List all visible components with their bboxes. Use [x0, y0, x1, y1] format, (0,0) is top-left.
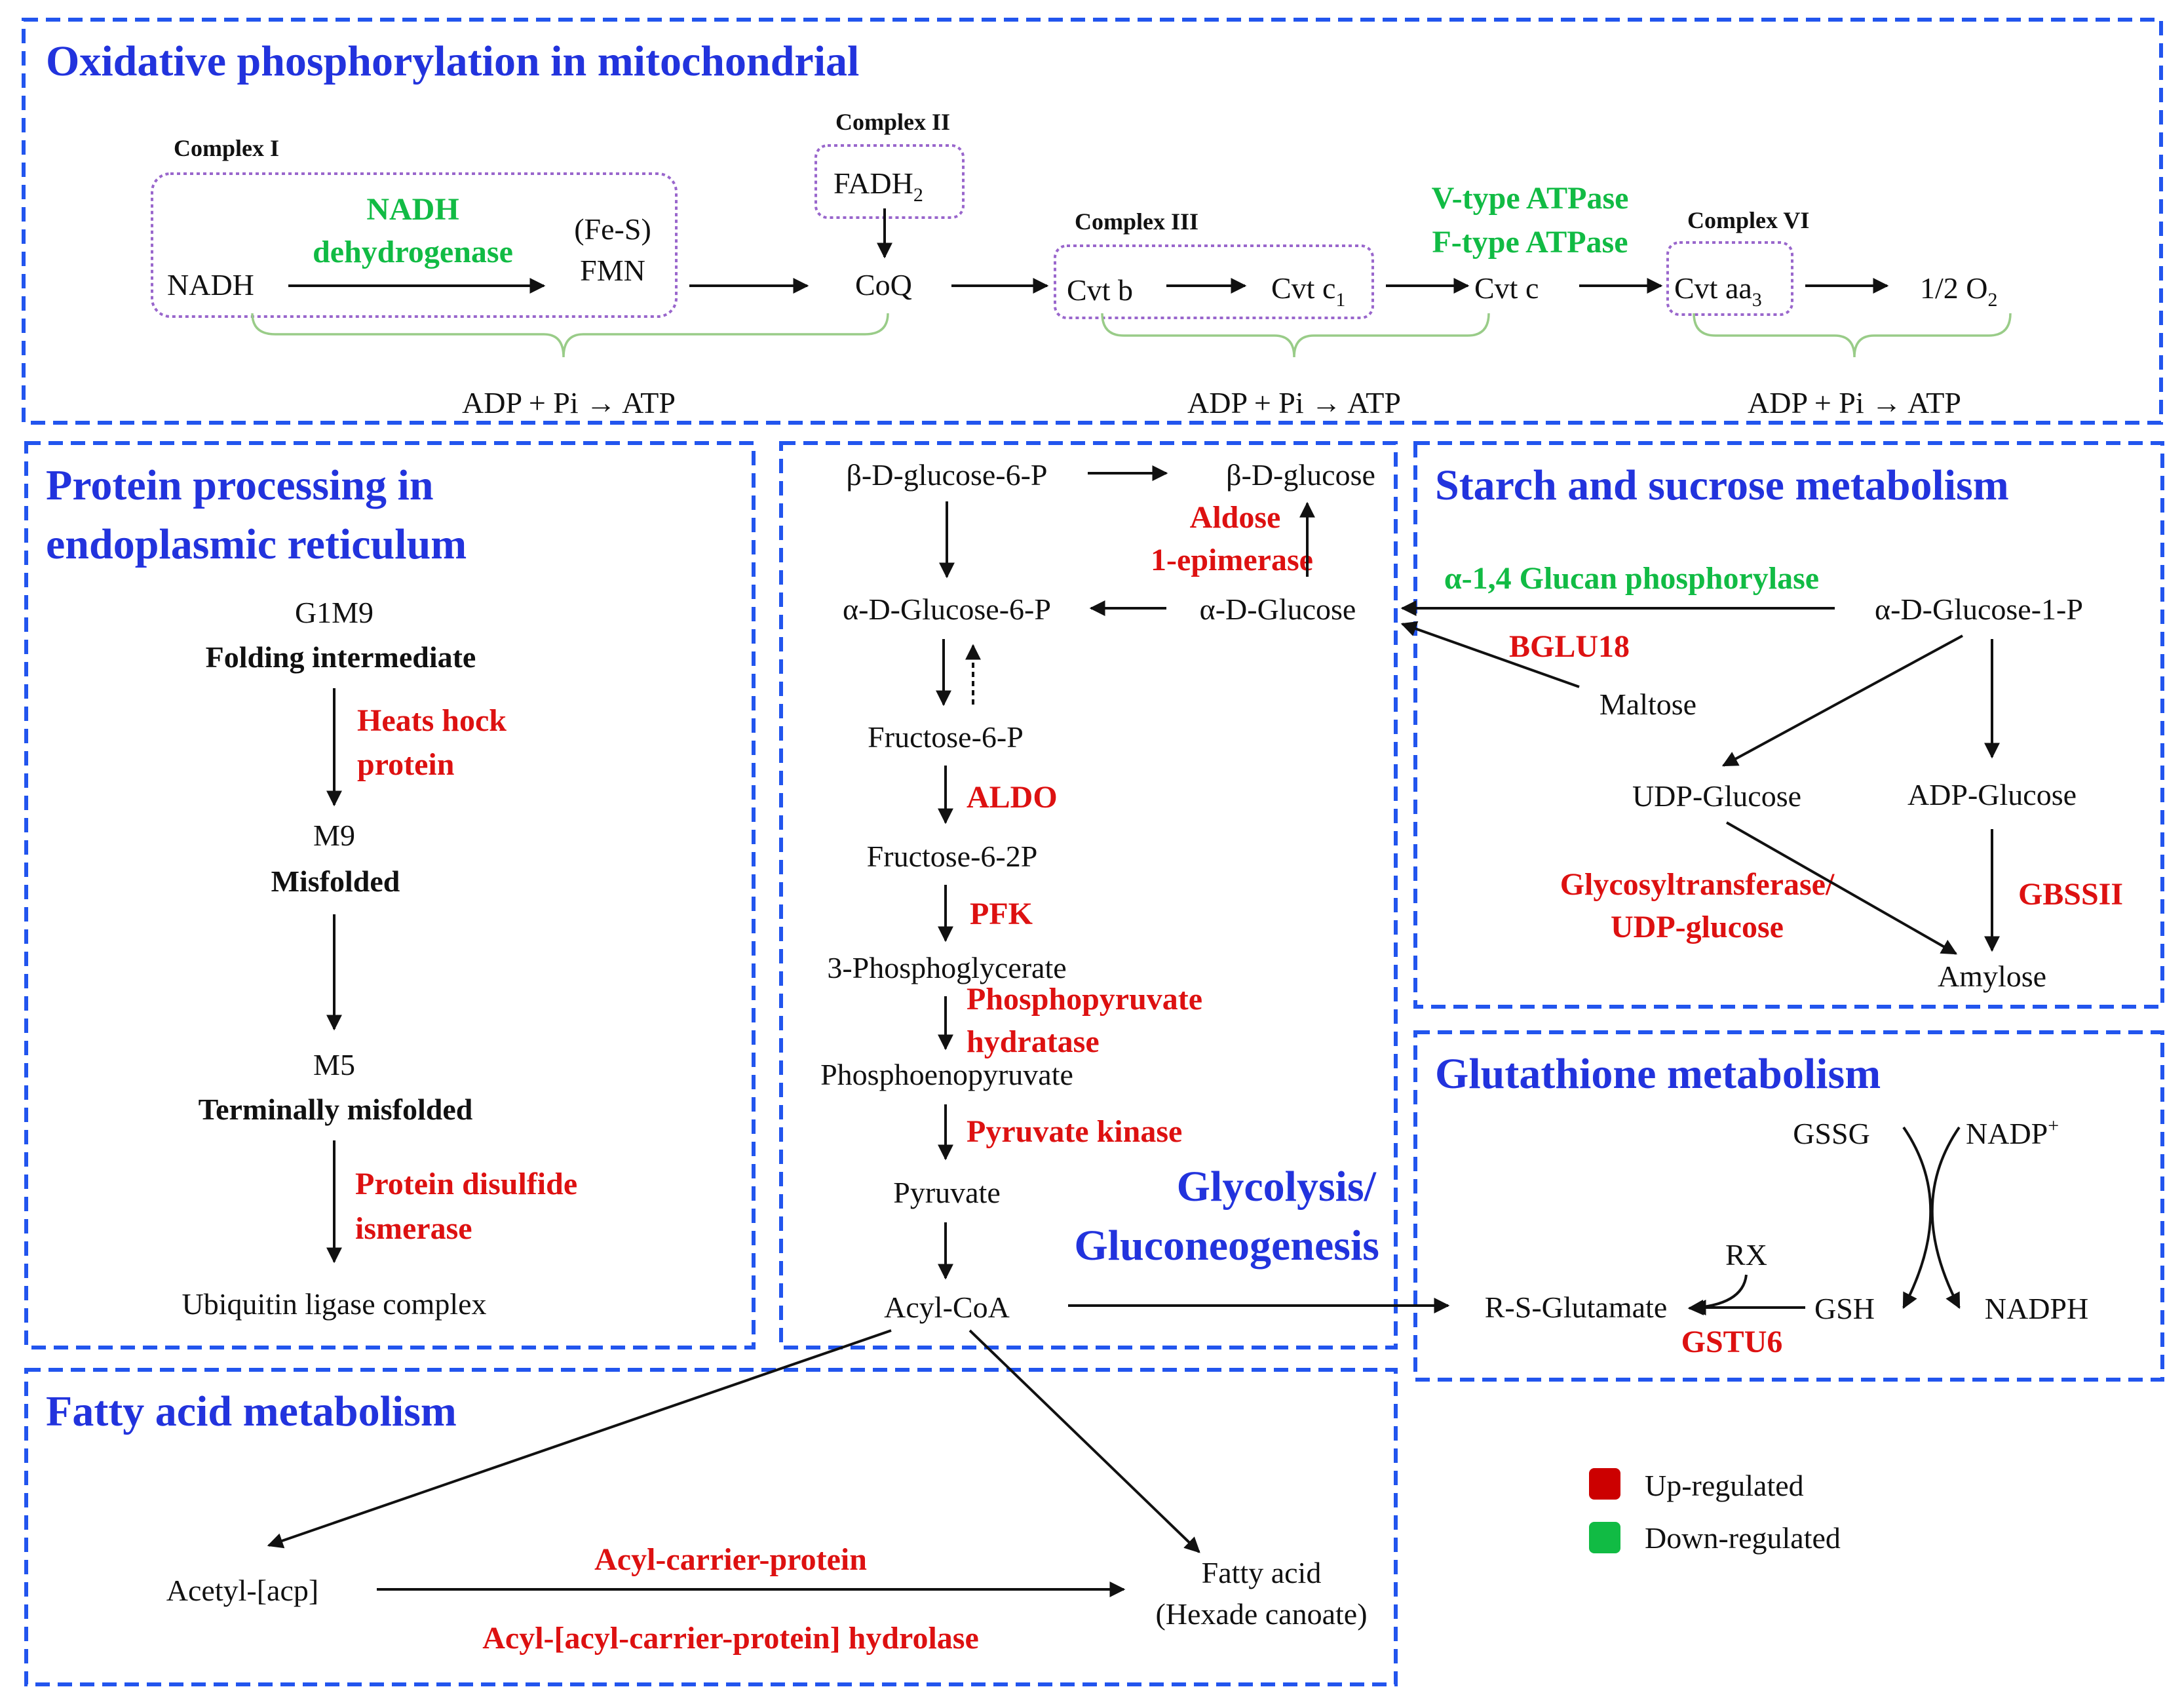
heat-shock-protein-2: protein	[357, 747, 454, 782]
legend-down-label: Down-regulated	[1645, 1521, 1841, 1555]
terminally-misfolded: Terminally misfolded	[199, 1093, 473, 1126]
r-s-glutamate: R-S-Glutamate	[1485, 1291, 1668, 1324]
bglu18: BGLU18	[1509, 629, 1630, 664]
folding-intermediate: Folding intermediate	[206, 640, 476, 674]
nadh-dehydrogenase-2: dehydrogenase	[313, 235, 513, 269]
a-glucose-6p: α-D-Glucose-6-P	[843, 592, 1051, 626]
gsh: GSH	[1814, 1292, 1875, 1325]
cvt-c: Cvt c	[1474, 271, 1539, 305]
glutathione-box	[1413, 1030, 2164, 1382]
complex-ii-box	[814, 144, 965, 219]
a-glucose: α-D-Glucose	[1200, 592, 1356, 626]
heat-shock-protein-1: Heats hock	[357, 703, 507, 738]
coq: CoQ	[855, 268, 912, 301]
3-phosphoglycerate: 3-Phosphoglycerate	[827, 951, 1066, 984]
complex-iii-box	[1054, 244, 1374, 319]
fe-s: (Fe-S)	[574, 212, 651, 246]
complex-ii-label: Complex II	[835, 109, 950, 135]
m9: M9	[313, 819, 355, 852]
phosphoenolpyruvate: Phosphoenopyruvate	[820, 1058, 1073, 1091]
fatty-acid-box	[24, 1368, 1398, 1686]
acyl-coa: Acyl-CoA	[884, 1291, 1010, 1324]
atp-3: ADP + Pi → ATP	[1748, 386, 1961, 419]
fatty-acid: Fatty acid	[1202, 1556, 1322, 1589]
aldose-2: 1-epimerase	[1151, 543, 1313, 577]
pfk: PFK	[970, 897, 1033, 931]
oxphos-box	[22, 18, 2163, 425]
starch-title: Starch and sucrose metabolism	[1435, 461, 2009, 509]
rx: RX	[1725, 1238, 1767, 1271]
fructose-6-2p: Fructose-6-2P	[867, 840, 1038, 873]
gssg: GSSG	[1793, 1117, 1870, 1150]
oxphos-title: Oxidative phosphorylation in mitochondri…	[46, 37, 859, 85]
nadph: NADPH	[1985, 1292, 2088, 1325]
glycolysis-title-1: Glycolysis/	[1177, 1163, 1377, 1211]
pdi-2: ismerase	[355, 1211, 472, 1246]
glucan-phosphorylase: α-1,4 Glucan phosphorylase	[1444, 561, 1819, 596]
complex-i-box	[151, 172, 678, 318]
fatty-acid-title: Fatty acid metabolism	[46, 1388, 457, 1435]
ubiquitin-ligase-complex: Ubiquitin ligase complex	[182, 1287, 486, 1321]
gbssii: GBSSII	[2018, 877, 2123, 912]
a-glucose-1p: α-D-Glucose-1-P	[1875, 592, 2083, 626]
glycosyltransferase-1: Glycosyltransferase/	[1560, 867, 1835, 902]
cvt-aa3: Cvt aa3	[1674, 271, 1762, 311]
legend-down-swatch	[1589, 1522, 1620, 1553]
fructose-6p: Fructose-6-P	[868, 720, 1024, 754]
b-glucose-6p: β-D-glucose-6-P	[847, 458, 1048, 492]
protein-box	[24, 441, 756, 1349]
glycolysis-title-2: Gluconeogenesis	[1074, 1222, 1379, 1270]
pdi-1: Protein disulfide	[355, 1167, 577, 1201]
legend-up-label: Up-regulated	[1645, 1469, 1804, 1502]
acetyl-acp: Acetyl-[acp]	[166, 1574, 318, 1607]
protein-title-1: Protein processing in	[46, 461, 434, 509]
b-glucose: β-D-glucose	[1226, 458, 1375, 492]
protein-title-2: endoplasmic reticulum	[46, 520, 467, 568]
glycosyltransferase-2: UDP-glucose	[1611, 910, 1784, 944]
phosphopyruvate-2: hydratase	[967, 1024, 1100, 1059]
gstu6: GSTU6	[1681, 1325, 1783, 1359]
hexadecanoate: (Hexade canoate)	[1155, 1597, 1367, 1631]
fmn: FMN	[580, 254, 645, 287]
complex-vi-label: Complex VI	[1687, 207, 1809, 233]
g1m9: G1M9	[295, 596, 374, 629]
pyruvate: Pyruvate	[893, 1176, 1001, 1209]
acyl-carrier-protein: Acyl-carrier-protein	[594, 1542, 867, 1577]
f-type-atpase: F-type ATPase	[1432, 225, 1628, 260]
nadp-plus: NADP+	[1966, 1115, 2059, 1150]
glutathione-title: Glutathione metabolism	[1435, 1050, 1881, 1098]
phosphopyruvate-1: Phosphopyruvate	[967, 982, 1202, 1017]
half-o2: 1/2 O2	[1920, 271, 1998, 311]
complex-i-label: Complex I	[174, 135, 279, 161]
udp-glucose: UDP-Glucose	[1632, 779, 1801, 813]
aldose-1: Aldose	[1190, 500, 1281, 535]
nadh: NADH	[167, 268, 254, 301]
atp-1: ADP + Pi → ATP	[462, 386, 676, 419]
cvt-b: Cvt b	[1067, 273, 1133, 307]
legend-up-swatch	[1589, 1468, 1620, 1500]
aldo: ALDO	[967, 780, 1058, 815]
nadh-dehydrogenase-1: NADH	[366, 192, 459, 227]
starch-box	[1413, 441, 2164, 1009]
amylose: Amylose	[1938, 960, 2046, 993]
glycolysis-box	[779, 441, 1398, 1349]
fadh2: FADH2	[833, 166, 923, 206]
m5: M5	[313, 1048, 355, 1081]
v-type-atpase: V-type ATPase	[1432, 181, 1629, 216]
misfolded: Misfolded	[271, 864, 400, 898]
atp-2: ADP + Pi → ATP	[1187, 386, 1401, 419]
acyl-acp-hydrolase: Acyl-[acyl-carrier-protein] hydrolase	[482, 1621, 979, 1656]
complex-vi-box	[1666, 241, 1793, 316]
adp-glucose: ADP-Glucose	[1907, 778, 2077, 811]
maltose: Maltose	[1600, 688, 1696, 721]
cvt-c1: Cvt c1	[1271, 271, 1345, 311]
pyruvate-kinase: Pyruvate kinase	[967, 1114, 1182, 1149]
complex-iii-label: Complex III	[1075, 208, 1198, 235]
